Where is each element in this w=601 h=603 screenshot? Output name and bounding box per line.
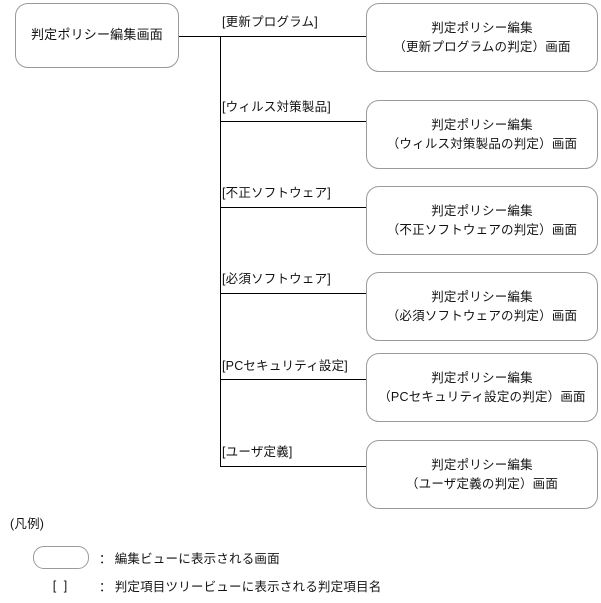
node-screen-3-label: 判定ポリシー編集 （不正ソフトウェアの判定）画面 <box>386 204 578 237</box>
bracket-icon: [ ] <box>52 578 70 593</box>
legend-description-2: 判定項目ツリービューに表示される判定項目名 <box>114 580 382 594</box>
node-screen-5: 判定ポリシー編集 （PCセキュリティ設定の判定）画面 <box>366 353 598 422</box>
connector-branch-2 <box>220 121 366 122</box>
node-screen-4-label: 判定ポリシー編集 （必須ソフトウェアの判定）画面 <box>386 290 578 323</box>
connector-branch-3 <box>220 207 366 208</box>
branch-label-3: [不正ソフトウェア] <box>222 186 331 200</box>
node-screen-1: 判定ポリシー編集 （更新プログラムの判定）画面 <box>366 3 598 72</box>
legend-description-1: 編集ビューに表示される画面 <box>114 552 280 566</box>
node-screen-6-label: 判定ポリシー編集 （ユーザ定義の判定）画面 <box>405 458 559 491</box>
node-screen-3: 判定ポリシー編集 （不正ソフトウェアの判定）画面 <box>366 186 598 255</box>
legend: (凡例) ： 編集ビューに表示される画面 [ ] ： 判定項目ツリービューに表示… <box>0 506 601 603</box>
legend-separator-1: ： <box>99 552 112 566</box>
node-screen-4: 判定ポリシー編集 （必須ソフトウェアの判定）画面 <box>366 272 598 341</box>
node-screen-2-label: 判定ポリシー編集 （ウィルス対策製品の判定）画面 <box>386 118 578 151</box>
legend-item-tree-label: [ ] ： 判定項目ツリービューに表示される判定項目名 <box>33 576 381 595</box>
node-screen-6: 判定ポリシー編集 （ユーザ定義の判定）画面 <box>366 440 598 509</box>
node-root-label: 判定ポリシー編集画面 <box>30 27 163 43</box>
branch-label-6: [ユーザ定義] <box>222 445 293 459</box>
connector-branch-5 <box>220 379 366 380</box>
connector-spine <box>220 36 221 466</box>
legend-item-screen-box: ： 編集ビューに表示される画面 <box>33 546 280 569</box>
node-screen-2: 判定ポリシー編集 （ウィルス対策製品の判定）画面 <box>366 100 598 169</box>
connector-root-stem <box>179 36 221 37</box>
branch-label-5: [PCセキュリティ設定] <box>222 359 348 373</box>
connector-branch-1 <box>220 36 366 37</box>
branch-label-1: [更新プログラム] <box>222 15 318 29</box>
rounded-rectangle-icon <box>33 546 89 569</box>
connector-branch-6 <box>220 466 366 467</box>
node-root-policy-edit-screen: 判定ポリシー編集画面 <box>15 3 179 68</box>
node-screen-1-label: 判定ポリシー編集 （更新プログラムの判定）画面 <box>393 21 571 54</box>
connector-branch-4 <box>220 293 366 294</box>
branch-label-2: [ウィルス対策製品] <box>222 100 331 114</box>
branch-label-4: [必須ソフトウェア] <box>222 272 331 286</box>
node-screen-5-label: 判定ポリシー編集 （PCセキュリティ設定の判定）画面 <box>378 371 586 404</box>
legend-title: (凡例) <box>10 517 45 531</box>
legend-separator-2: ： <box>99 580 112 594</box>
